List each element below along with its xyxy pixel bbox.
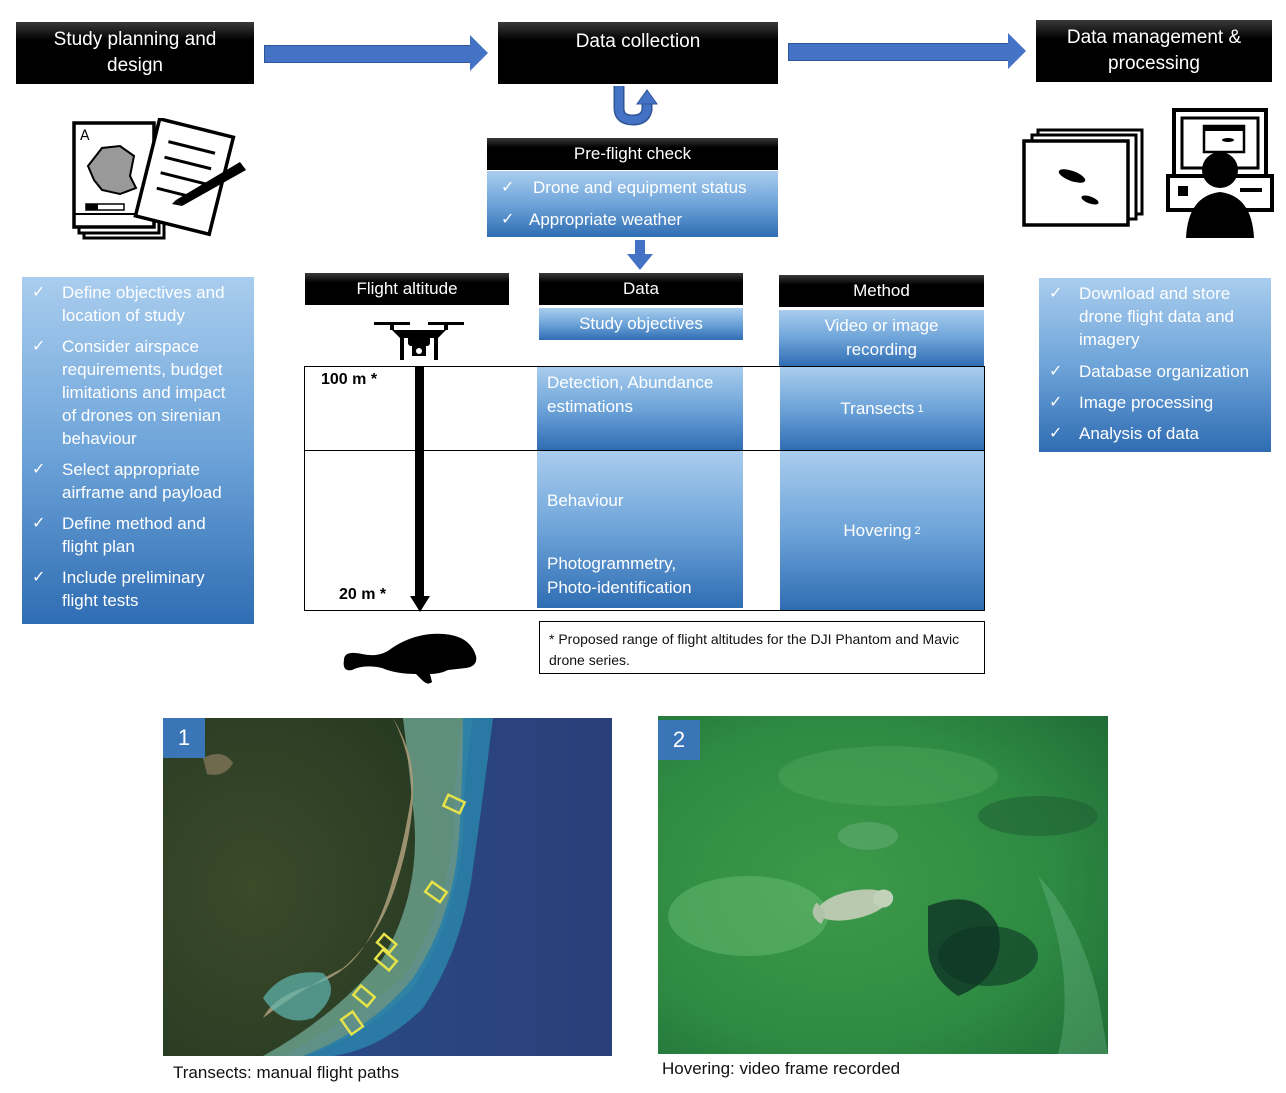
study-objectives-subheader: Study objectives: [539, 308, 743, 340]
method-header: Method: [779, 275, 984, 307]
method-cell-hovering: Hovering 2: [780, 451, 984, 610]
data-cell-detection-label: Detection, Abundance estimations: [547, 373, 714, 416]
check-icon: ✓: [32, 569, 46, 586]
video-recording-subheader: Video or image recording: [779, 310, 984, 366]
header-study-planning: Study planning and design: [16, 22, 254, 84]
method-cell-transects: Transects 1: [780, 367, 984, 450]
video-recording-label: Video or image recording: [824, 316, 939, 359]
flow-arrow-2: [788, 43, 1010, 61]
preflight-check-title: Pre-flight check: [487, 138, 778, 170]
check-icon: ✓: [1049, 425, 1063, 442]
method-cell-transects-label: Transects: [840, 398, 915, 418]
footnote-text: * Proposed range of flight altitudes for…: [549, 631, 960, 668]
data-cell-detection: Detection, Abundance estimations: [537, 367, 743, 450]
transects-satellite-image: 1: [163, 718, 612, 1056]
management-item-label: Image processing: [1079, 393, 1214, 412]
management-item-label: Database organization: [1079, 362, 1250, 381]
check-icon: ✓: [32, 515, 46, 532]
check-icon: ✓: [32, 461, 46, 478]
planning-item-label: Define objectives and location of study: [62, 283, 225, 325]
preflight-check-title-label: Pre-flight check: [573, 143, 692, 163]
preflight-item: ✓ Appropriate weather: [497, 205, 768, 235]
method-cell-hovering-label: Hovering: [843, 520, 912, 540]
management-item-label: Analysis of data: [1079, 424, 1200, 443]
planning-item: ✓ Define objectives and location of study: [32, 281, 244, 327]
flow-arrow-1-head: [470, 35, 488, 71]
flight-altitude-header-label: Flight altitude: [356, 278, 458, 298]
table-divider: [304, 450, 985, 451]
altitude-arrow-icon: [410, 366, 430, 612]
check-icon: ✓: [1049, 394, 1063, 411]
data-cell-behaviour-label: Behaviour: [547, 491, 624, 510]
underwater-frame-graphic: [658, 716, 1108, 1054]
hovering-footnote-ref: 2: [914, 524, 921, 537]
satellite-map-graphic: [163, 718, 612, 1056]
preflight-item-label: Drone and equipment status: [533, 178, 747, 197]
check-icon: ✓: [1049, 285, 1063, 302]
planning-item-label: Consider airspace requirements, budget l…: [62, 337, 226, 448]
hovering-caption: Hovering: video frame recorded: [662, 1059, 901, 1078]
planning-item: ✓ Select appropriate airframe and payload: [32, 458, 244, 504]
u-turn-arrow-icon: [613, 86, 658, 126]
map-document-icon: A: [72, 118, 246, 240]
management-item: ✓ Database organization: [1049, 360, 1261, 383]
computer-user-icon: [1166, 108, 1274, 238]
altitude-bottom-label: 20 m *: [339, 586, 387, 603]
transects-caption: Transects: manual flight paths: [173, 1063, 400, 1082]
transects-footnote-ref: 1: [917, 402, 924, 415]
header-study-planning-label: Study planning and design: [53, 29, 217, 76]
altitude-top-label: 100 m *: [321, 371, 378, 388]
check-icon: ✓: [501, 179, 515, 196]
hovering-video-frame: 2: [658, 716, 1108, 1054]
preflight-item-label: Appropriate weather: [529, 210, 683, 229]
header-data-collection: Data collection: [498, 22, 778, 84]
altitude-table: [304, 366, 985, 611]
flow-arrow-2-head: [1008, 33, 1026, 69]
header-data-collection-label: Data collection: [575, 31, 701, 52]
check-icon: ✓: [501, 211, 515, 228]
manatee-icon: [343, 633, 477, 684]
planning-item-label: Include preliminary flight tests: [62, 568, 205, 610]
down-arrow-icon: [627, 240, 653, 270]
planning-list: ✓ Define objectives and location of study…: [22, 277, 254, 624]
management-item: ✓ Download and store drone flight data an…: [1049, 282, 1261, 351]
photo-badge-2: 2: [658, 720, 700, 760]
drone-icon: [374, 322, 464, 360]
check-icon: ✓: [1049, 363, 1063, 380]
footnote-box: * Proposed range of flight altitudes for…: [539, 621, 985, 674]
planning-item: ✓ Include preliminary flight tests: [32, 566, 244, 612]
management-list: ✓ Download and store drone flight data an…: [1039, 278, 1271, 452]
management-item-label: Download and store drone flight data and…: [1079, 284, 1235, 349]
flow-arrow-1: [264, 45, 472, 63]
data-cell-photogrammetry-label: Photogrammetry, Photo-identification: [547, 554, 692, 597]
photo-badge-1: 1: [163, 718, 205, 758]
data-header: Data: [539, 273, 743, 305]
image-stack-icon: [1022, 128, 1144, 227]
check-icon: ✓: [32, 284, 46, 301]
data-cell-behaviour: Behaviour Photogrammetry, Photo-identifi…: [537, 451, 743, 608]
planning-item-label: Define method and flight plan: [62, 514, 206, 556]
preflight-item: ✓ Drone and equipment status: [497, 173, 768, 203]
svg-text:A: A: [80, 128, 90, 144]
preflight-check-list: ✓ Drone and equipment status ✓ Appropriate…: [487, 171, 778, 237]
planning-item: ✓ Define method and flight plan: [32, 512, 244, 558]
flight-altitude-header: Flight altitude: [305, 273, 509, 305]
header-data-management-label: Data management & processing: [1066, 27, 1242, 74]
header-data-management: Data management & processing: [1036, 20, 1272, 82]
management-item: ✓ Image processing: [1049, 391, 1261, 414]
check-icon: ✓: [32, 338, 46, 355]
planning-item-label: Select appropriate airframe and payload: [62, 460, 222, 502]
study-objectives-label: Study objectives: [579, 314, 703, 333]
data-header-label: Data: [623, 278, 659, 298]
planning-item: ✓ Consider airspace requirements, budget …: [32, 335, 244, 450]
management-item: ✓ Analysis of data: [1049, 422, 1261, 445]
method-header-label: Method: [853, 280, 910, 300]
